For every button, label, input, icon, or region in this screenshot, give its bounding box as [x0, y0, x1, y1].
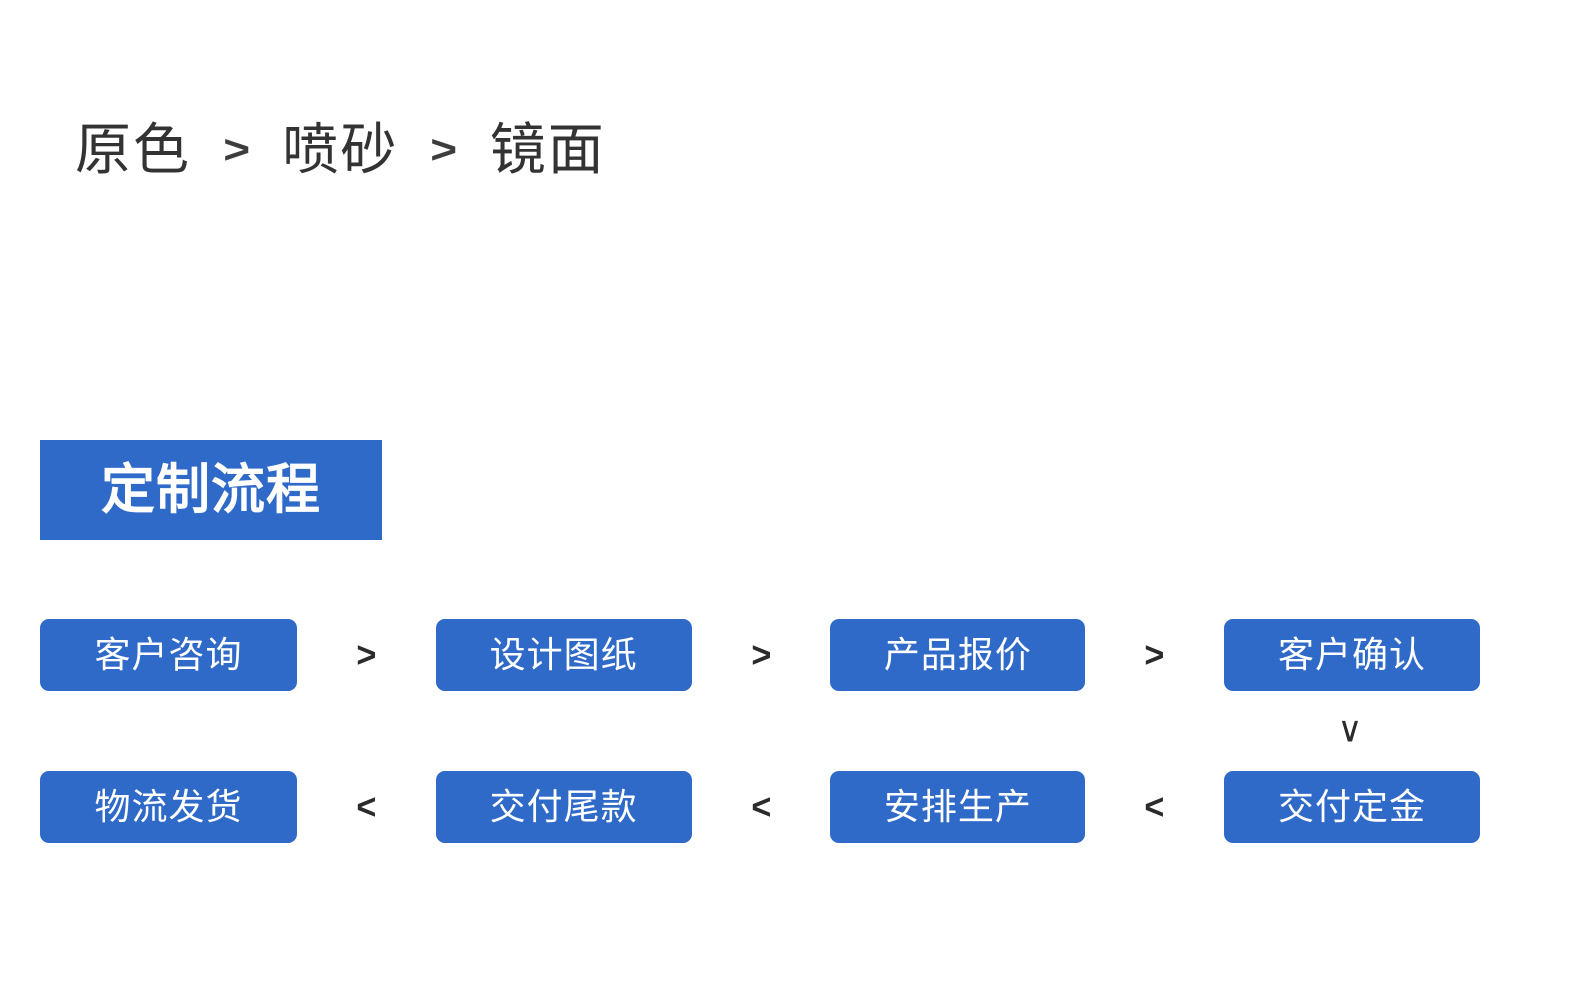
flow-step-deposit-payment[interactable]: 交付定金 — [1224, 771, 1481, 843]
chevron-right-icon: > — [1144, 634, 1165, 675]
flow-step-label: 安排生产 — [883, 786, 1032, 827]
flow-step-customer-confirmation[interactable]: 客户确认 — [1224, 619, 1481, 691]
chevron-left-icon: < — [1144, 786, 1165, 827]
flow-step-label: 交付尾款 — [489, 786, 638, 827]
flow-row-reverse: 物流发货 < 交付尾款 < 安排生产 < 交付定金 — [40, 771, 1481, 843]
flow-step-final-payment[interactable]: 交付尾款 — [435, 771, 692, 843]
chevron-left-icon: < — [356, 786, 377, 827]
flow-step-customer-inquiry[interactable]: 客户咨询 — [40, 619, 297, 691]
flow-step-label: 产品报价 — [883, 634, 1032, 675]
finish-option-yuanse: 原色 — [75, 118, 191, 181]
chevron-left-icon: < — [751, 786, 771, 827]
section-heading-label: 定制流程 — [101, 460, 321, 520]
flow-step-product-quotation[interactable]: 产品报价 — [830, 619, 1086, 691]
flow-step-label: 物流发货 — [94, 786, 243, 827]
flow-step-arrange-production[interactable]: 安排生产 — [830, 771, 1086, 843]
chevron-right-icon: > — [430, 128, 458, 172]
chevron-right-icon: > — [223, 128, 251, 172]
section-heading-badge: 定制流程 — [40, 440, 382, 540]
chevron-right-icon: > — [751, 634, 771, 675]
flow-step-design-drawing[interactable]: 设计图纸 — [435, 619, 692, 691]
flow-step-label: 客户咨询 — [94, 634, 243, 675]
finish-option-jingmian: 镜面 — [489, 118, 606, 181]
flow-step-label: 交付定金 — [1278, 786, 1427, 827]
flow-step-label: 设计图纸 — [489, 634, 638, 675]
flow-step-logistics-shipment[interactable]: 物流发货 — [40, 771, 297, 843]
chevron-right-icon: > — [356, 634, 377, 675]
finish-option-pensha: 喷砂 — [282, 118, 399, 181]
flow-connector-down: ∨ — [1222, 700, 1478, 760]
flow-row-forward: 客户咨询 > 设计图纸 > 产品报价 > 客户确认 — [40, 619, 1481, 691]
chevron-down-icon: ∨ — [1337, 710, 1363, 750]
finish-options-row: 原色 > 喷砂 > 镜面 — [75, 122, 606, 178]
flow-step-label: 客户确认 — [1278, 634, 1427, 675]
